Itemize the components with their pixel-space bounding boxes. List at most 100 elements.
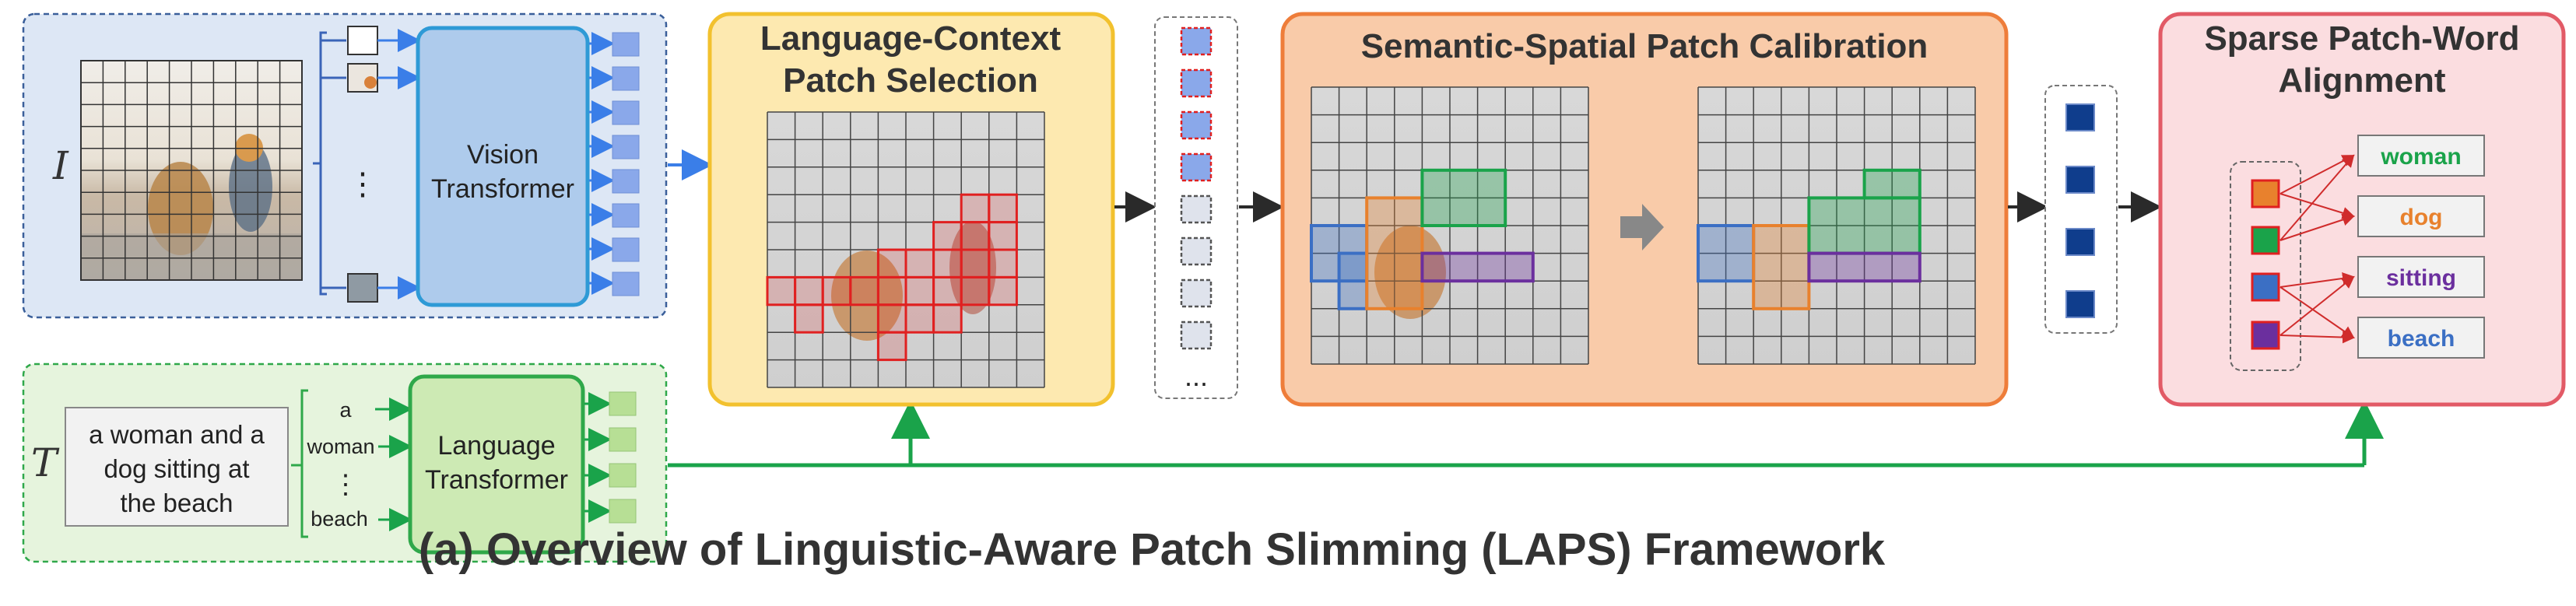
- vision-patch-token: [612, 100, 640, 125]
- word-beach: beach: [2388, 326, 2455, 352]
- word-box: [2357, 256, 2485, 298]
- stage1-title-line1: Language-Context: [760, 19, 1062, 58]
- selected-patch: [932, 303, 963, 334]
- aggregated-token: [2065, 103, 2095, 131]
- selected-patch: [821, 275, 852, 307]
- token-column-ellipsis: ...: [1184, 360, 1208, 392]
- text-input-panel: T a woman and a dog sitting at the beach…: [22, 363, 668, 563]
- caption-line-1: a woman and a: [89, 420, 265, 449]
- text-symbol: T: [31, 440, 60, 485]
- vision-patch-token: [612, 271, 640, 296]
- selected-patch: [876, 248, 907, 278]
- selected-patch: [849, 275, 879, 307]
- token-a: a: [339, 398, 352, 422]
- beach-patch-group: [1697, 224, 1756, 283]
- selected-patch: [960, 221, 991, 251]
- vision-patch-token: [612, 237, 640, 262]
- vision-patch-token: [612, 169, 640, 194]
- aggregated-token: [2065, 166, 2095, 194]
- stage3-title-line1: Sparse Patch-Word: [2204, 19, 2519, 58]
- selected-patch: [876, 331, 907, 362]
- selected-patch: [794, 275, 824, 307]
- text-tokens: [584, 391, 637, 524]
- patch-thumbnail-n: [347, 273, 378, 303]
- dog-patch-group: [1752, 224, 1811, 310]
- input-photo: [80, 60, 303, 281]
- caption-line-2: dog sitting at: [104, 454, 249, 483]
- sitting-patch-group: [1420, 251, 1535, 283]
- vision-patch-token: [612, 203, 640, 228]
- region-token: [2251, 321, 2280, 350]
- stage2-groups-before: [1310, 168, 1535, 310]
- selected-patch: [876, 275, 907, 307]
- word-box: [2357, 317, 2485, 359]
- token-woman: woman: [306, 435, 374, 458]
- region-token: [2251, 226, 2280, 255]
- calibration-arrow: [1620, 204, 1664, 250]
- vision-transformer-label-line1: Vision: [467, 140, 539, 170]
- selected-patch: [960, 193, 991, 224]
- selected-patch: [876, 303, 907, 334]
- selected-patch: [904, 248, 935, 278]
- text-token: [609, 463, 637, 488]
- token-ellipsis: ⋮: [332, 470, 359, 499]
- selected-patch: [960, 248, 991, 278]
- image-input-panel: I ⋮ Vision Transformer: [22, 12, 668, 319]
- discarded-token: [1180, 321, 1213, 350]
- woman-patch-group: [1862, 168, 1921, 200]
- token-beach: beach: [311, 507, 368, 531]
- text-token: [609, 499, 637, 524]
- language-transformer-label-line2: Transformer: [425, 465, 568, 495]
- sitting-patch-group: [1807, 251, 1921, 283]
- discarded-token: [1180, 278, 1213, 308]
- selected-patch: [904, 303, 935, 334]
- aggregated-token: [2065, 290, 2095, 318]
- selected-patch: [988, 275, 1018, 307]
- region-token: [2251, 272, 2280, 302]
- selected-patch: [988, 193, 1018, 224]
- token-bracket: [300, 389, 308, 538]
- selected-token: [1180, 152, 1213, 182]
- selected-token: [1180, 26, 1213, 56]
- language-transformer-label-line1: Language: [437, 431, 555, 461]
- woman-patch-group: [1420, 168, 1507, 227]
- selected-patch: [932, 248, 963, 278]
- sparse-patch-word-alignment-stage: Sparse Patch-Word Alignment womandogsitt…: [2158, 12, 2566, 407]
- selected-token: [1180, 68, 1213, 98]
- stage3-title-line2: Alignment: [2278, 61, 2445, 100]
- vision-patch-token: [612, 135, 640, 159]
- woman-patch-group: [1807, 196, 1921, 255]
- stage2-groups-after: [1697, 168, 1921, 310]
- discarded-token: [1180, 236, 1213, 266]
- text-token: [609, 427, 637, 452]
- word-box: [2357, 135, 2485, 177]
- selected-patch: [932, 221, 963, 251]
- dog-patch-group: [1365, 196, 1424, 310]
- selected-token-column: ...: [1154, 16, 1238, 399]
- vision-patch-tokens: [589, 32, 640, 296]
- caption-line-3: the beach: [121, 489, 233, 517]
- semantic-spatial-patch-calibration-stage: Semantic-Spatial Patch Calibration: [1280, 12, 2009, 407]
- patch-thumbnail-1: [347, 26, 378, 55]
- stage2-title: Semantic-Spatial Patch Calibration: [1361, 27, 1928, 65]
- selected-patch: [904, 275, 935, 307]
- selected-token: [1180, 110, 1213, 140]
- beach-patch-group: [1337, 251, 1369, 310]
- word-dog: dog: [2400, 205, 2443, 230]
- vision-transformer-label-line2: Transformer: [431, 174, 574, 204]
- aggregated-token-column: [2044, 85, 2118, 334]
- selected-patch: [988, 221, 1018, 251]
- selected-patch: [960, 275, 991, 307]
- stage1-selected-patches: [766, 193, 1018, 362]
- vision-transformer-block: [416, 26, 590, 307]
- selected-patch: [794, 303, 824, 334]
- aggregated-token: [2065, 228, 2095, 256]
- dog-figure: [148, 162, 213, 255]
- vision-patch-token: [612, 32, 640, 57]
- selected-patch: [932, 275, 963, 307]
- image-symbol: I: [52, 143, 69, 188]
- word-sitting: sitting: [2386, 265, 2456, 291]
- figure-caption: (a) Overview of Linguistic-Aware Patch S…: [419, 524, 1886, 575]
- discarded-token: [1180, 194, 1213, 224]
